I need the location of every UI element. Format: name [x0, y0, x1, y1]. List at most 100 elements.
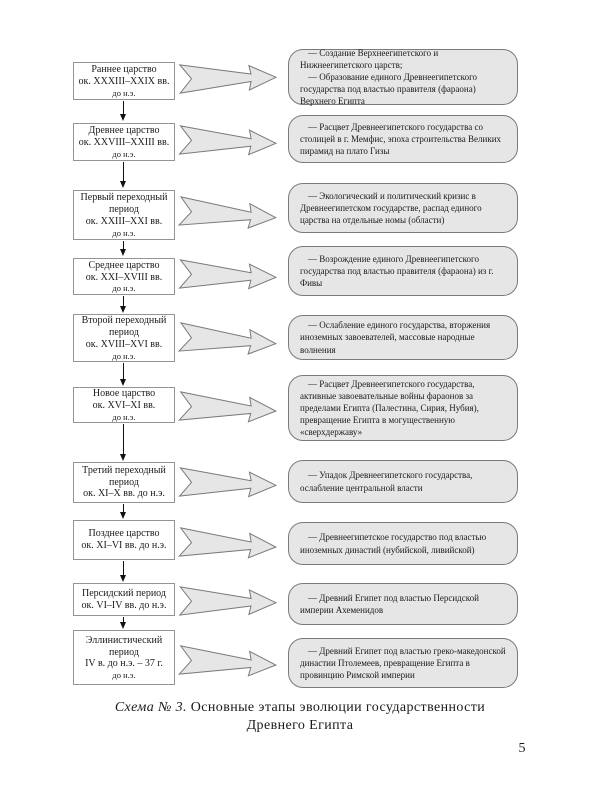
- period-line: Новое царство: [92, 388, 156, 400]
- connector-line: [123, 504, 124, 514]
- connector-line: [123, 296, 124, 308]
- description-paragraph: — Создание Верхнеегипетского и Нижнеегип…: [300, 47, 439, 70]
- period-line: Третий переходный: [82, 464, 166, 476]
- period-line: ок. XVI–XI вв.: [92, 400, 156, 411]
- period-line: до н.э.: [112, 350, 136, 361]
- description-paragraph: — Образование единого Древнеегипетского …: [300, 71, 478, 107]
- period-line: период: [109, 327, 139, 339]
- right-block-arrow-icon: [179, 466, 276, 501]
- description-paragraph: — Ослабление единого государства, вторже…: [300, 320, 491, 355]
- description-paragraph: — Возрождение единого Древнеегипетского …: [300, 253, 494, 289]
- period-line: до н.э.: [112, 148, 136, 159]
- period-line: Персидский период: [82, 587, 166, 599]
- right-block-arrow-icon: [179, 195, 277, 234]
- period-line: до н.э.: [112, 227, 136, 238]
- description-box: — Древнеегипетское государство под власт…: [288, 522, 518, 565]
- description-paragraph: — Экологический и политический кризис в …: [300, 190, 482, 226]
- period-line: до н.э.: [112, 411, 136, 422]
- period-line: Эллинистический: [85, 634, 163, 646]
- connector-line: [123, 424, 124, 456]
- period-line: Раннее царство: [91, 64, 157, 76]
- period-line: ок. XXXIII–XXIX вв.: [78, 75, 170, 87]
- period-line: до н.э.: [112, 283, 136, 294]
- description-box: — Ослабление единого государства, вторже…: [288, 315, 518, 360]
- period-line: ок. XXI–XVIII вв.: [85, 271, 163, 283]
- right-block-arrow-icon: [179, 321, 277, 360]
- description-paragraph: — Древнеегипетское государство под власт…: [300, 532, 487, 555]
- caption-line-1: Схема № 3. Основные этапы эволюции госуд…: [0, 699, 600, 717]
- description-paragraph: — Древний Египет под властью Персидской …: [300, 592, 479, 615]
- right-block-arrow-icon: [179, 390, 277, 427]
- description-box: — Древний Египет под властью Персидской …: [288, 583, 518, 625]
- period-line: Древнее царство: [88, 125, 160, 137]
- description-box: — Расцвет Древнеегипетского государства,…: [288, 375, 518, 441]
- down-arrow-icon: [119, 296, 128, 313]
- period-line: ок. XXVIII–XXIII вв.: [78, 136, 170, 148]
- connector-line: [123, 101, 124, 116]
- connector-line: [123, 561, 124, 577]
- down-arrow-icon: [119, 241, 128, 256]
- connector-arrowhead: [120, 622, 126, 629]
- connector-arrowhead: [120, 512, 126, 519]
- connector-arrowhead: [120, 249, 126, 256]
- description-paragraph: — Упадок Древнеегипетского государства, …: [300, 470, 473, 493]
- connector-arrowhead: [120, 306, 126, 313]
- description-box: — Упадок Древнеегипетского государства, …: [288, 460, 518, 503]
- period-line: период: [109, 476, 139, 488]
- figure-caption: Схема № 3. Основные этапы эволюции госуд…: [0, 699, 600, 734]
- description-paragraph: — Расцвет Древнеегипетского государства,…: [300, 378, 479, 438]
- period-line: период: [109, 204, 139, 216]
- description-paragraph: — Древний Египет под властью греко-макед…: [300, 645, 506, 681]
- connector-arrowhead: [120, 181, 126, 188]
- right-block-arrow-icon: [180, 61, 277, 95]
- right-block-arrow-icon: [180, 585, 277, 619]
- period-line: до н.э.: [112, 670, 136, 681]
- description-box: — Возрождение единого Древнеегипетского …: [288, 246, 518, 296]
- caption-line-2: Древнего Египта: [246, 717, 354, 733]
- period-line: ок. XI–VI вв. до н.э.: [81, 540, 167, 551]
- connector-arrowhead: [120, 575, 126, 582]
- down-arrow-icon: [119, 561, 128, 582]
- down-arrow-icon: [119, 101, 128, 121]
- period-line: ок. XXIII–XXI вв.: [85, 215, 163, 227]
- period-line: Среднее царство: [88, 259, 160, 271]
- description-box: — Создание Верхнеегипетского и Нижнеегип…: [288, 47, 518, 107]
- connector-arrowhead: [120, 379, 126, 386]
- right-block-arrow-icon: [179, 644, 277, 681]
- down-arrow-icon: [119, 363, 128, 386]
- connector-line: [123, 617, 124, 624]
- period-line: Позднее царство: [88, 528, 160, 540]
- right-block-arrow-icon: [179, 258, 276, 293]
- caption-label: Схема № 3.: [114, 700, 187, 715]
- caption-title: Основные этапы эволюции государственност…: [190, 700, 486, 715]
- down-arrow-icon: [119, 504, 128, 519]
- connector-line: [123, 162, 124, 183]
- right-block-arrow-icon: [179, 124, 276, 159]
- period-line: IV в. до н.э. – 37 г.: [85, 658, 163, 670]
- period-line: ок. VI–IV вв. до н.э.: [81, 599, 167, 611]
- period-line: период: [109, 646, 139, 658]
- period-line: ок. XVIII–XVI вв.: [85, 338, 163, 350]
- description-box: — Расцвет Древнеегипетского государства …: [288, 115, 518, 163]
- down-arrow-icon: [119, 424, 128, 461]
- right-block-arrow-icon: [179, 526, 277, 563]
- period-line: ок. XI–X вв. до н.э.: [83, 488, 165, 500]
- period-line: до н.э.: [112, 87, 136, 98]
- description-paragraph: — Расцвет Древнеегипетского государства …: [300, 121, 502, 157]
- down-arrow-icon: [119, 162, 128, 188]
- period-line: Второй переходный: [81, 315, 167, 327]
- down-arrow-icon: [119, 617, 128, 629]
- page-number: 5: [518, 741, 526, 756]
- connector-arrowhead: [120, 114, 126, 121]
